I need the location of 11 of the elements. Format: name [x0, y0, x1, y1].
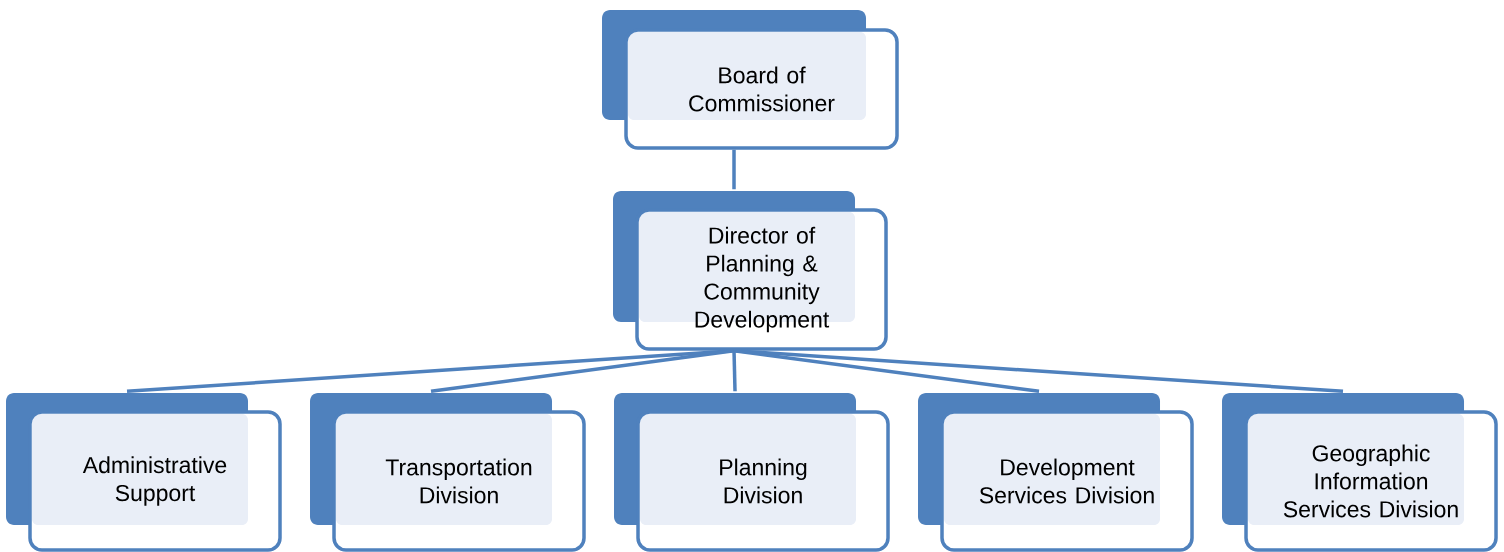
org-box: Director of Planning & Community Development	[613, 191, 888, 351]
org-box: Transportation Division	[310, 393, 586, 552]
connector-line	[732, 350, 737, 392]
org-box: Administrative Support	[6, 393, 282, 552]
connector-line	[733, 349, 1344, 393]
org-box: Board of Commissioner	[602, 10, 899, 150]
org-box: Planning Division	[614, 393, 890, 552]
connector-line	[732, 149, 736, 190]
org-box: Development Services Division	[918, 393, 1194, 552]
connector-line	[430, 349, 735, 393]
org-box: Geographic Information Services Division	[1222, 393, 1498, 552]
